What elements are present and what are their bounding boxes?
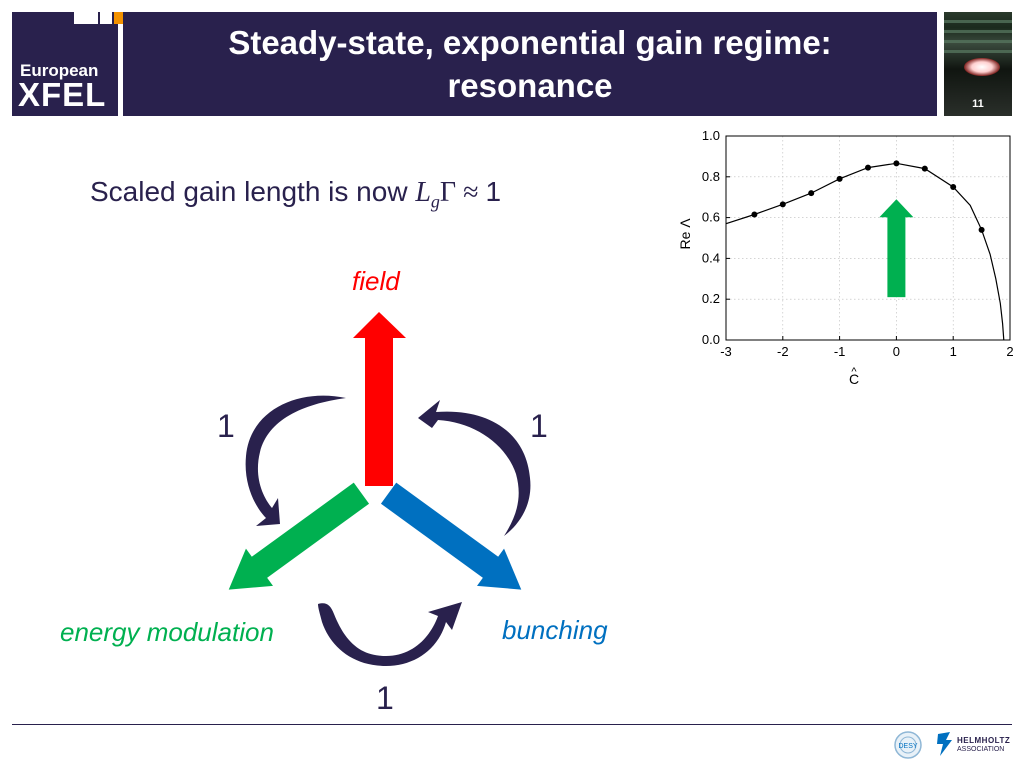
math-one: 1: [485, 176, 502, 207]
math-L: L: [415, 177, 431, 208]
coupling-arrow-left: [245, 395, 346, 526]
chart-ticks: -3 -2 -1 0 1 2 0.0 0.2 0.4 0.6 0.8 1.0: [702, 128, 1014, 359]
math-approx: ≈: [456, 177, 486, 208]
association-text: ASSOCIATION: [957, 746, 1005, 753]
coupling-arrow-right: [418, 400, 531, 536]
chart-tick-label-y: 0.4: [702, 250, 720, 265]
scaled-gain-formula: LgΓ ≈: [415, 177, 486, 212]
chart-data-point: [808, 190, 815, 197]
header-thumbnail-image: [944, 12, 1012, 116]
chart-data-point: [921, 165, 928, 172]
chart-arrow-head: [879, 199, 914, 218]
desy-logo: DESY: [894, 731, 922, 759]
chart-curve: [725, 162, 1005, 341]
coupling-label-bottom: 1: [376, 680, 394, 716]
energy-arrow: [228, 482, 370, 590]
chart-data-point: [978, 226, 985, 233]
chart-data-point: [751, 211, 758, 218]
coupling-label-right: 1: [530, 408, 548, 444]
logo-square: [100, 12, 112, 24]
slide-title-line1: Steady-state, exponential gain regime:: [228, 24, 832, 61]
chart-data-point: [836, 175, 843, 182]
math-sub-g: g: [430, 191, 440, 212]
field-arrow: [353, 312, 406, 486]
logo-square: [74, 12, 98, 24]
footer-divider: [12, 724, 1012, 725]
bunching-arrow: [380, 482, 522, 590]
subtitle: Scaled gain length is now LgΓ ≈ 1: [90, 176, 501, 213]
page-number: 11: [972, 98, 984, 110]
chart-arrow-shaft: [887, 216, 906, 298]
chart-data-point: [779, 201, 786, 208]
chart-data-point: [950, 184, 957, 190]
chart-tick-label-y: 0.6: [702, 210, 720, 225]
math-gamma: Γ: [439, 177, 457, 208]
slide-title-line2: resonance: [447, 67, 613, 104]
growth-rate-chart: -3 -2 -1 0 1 2 0.0 0.2 0.4 0.6 0.8 1.0 C ^ Re Λ: [677, 128, 1014, 387]
chart-tick-label-x: 0: [893, 344, 900, 359]
title-bar: Steady-state, exponential gain regime: r…: [123, 12, 937, 116]
chart-tick-label-x: -2: [777, 344, 789, 359]
chart-tick-label-y: 0.2: [702, 291, 720, 306]
chart-xlabel: C: [849, 371, 859, 387]
chart-tick-label-x: -1: [834, 344, 846, 359]
chart-data-point: [893, 160, 900, 167]
chart-xlabel-hat: ^: [851, 366, 857, 378]
energy-modulation-label: energy modulation: [60, 617, 274, 647]
chart-tick-label-x: 1: [950, 344, 957, 359]
chart-frame: [725, 135, 1011, 341]
logo-text-xfel: XFEL: [18, 76, 107, 113]
chart-tick-label-y: 0.8: [702, 169, 720, 184]
field-label: field: [352, 266, 400, 296]
coupling-label-left: 1: [217, 408, 235, 444]
light-glow: [964, 58, 1000, 76]
chart-data-point: [865, 164, 871, 171]
subtitle-text: Scaled gain length is now: [90, 176, 408, 207]
chart-tick-label-y: 0.0: [702, 332, 720, 347]
logo-text-european: European: [20, 61, 99, 80]
chart-markers: [751, 160, 985, 233]
helmholtz-icon: [937, 732, 952, 756]
helmholtz-text: HELMHOLTZ: [957, 736, 1011, 745]
coupling-arrow-bottom: [318, 602, 462, 666]
chart-tick-label-y: 1.0: [702, 128, 720, 143]
slide-title: Steady-state, exponential gain regime: r…: [150, 21, 910, 107]
desy-logo-text: DESY: [898, 743, 917, 750]
chart-tick-label-x: 2: [1006, 344, 1013, 359]
chart-tick-label-x: -3: [720, 344, 732, 359]
chart-ylabel: Re Λ: [677, 218, 693, 250]
european-xfel-logo: European XFEL: [12, 12, 126, 116]
bunching-label: bunching: [502, 615, 608, 645]
chart-up-arrow: [879, 199, 914, 298]
